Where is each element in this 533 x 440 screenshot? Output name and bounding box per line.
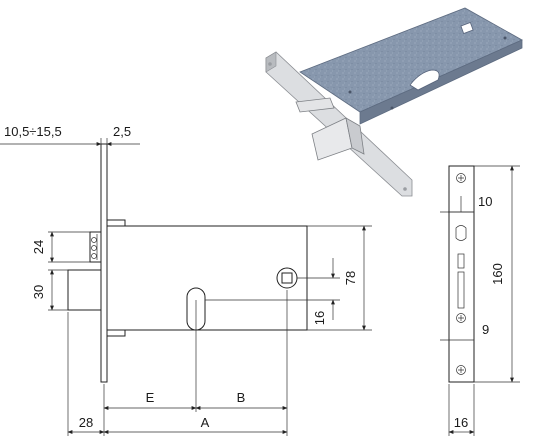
- lock-3d-render: [265, 7, 523, 197]
- lock-front-view: [67, 143, 308, 383]
- dim-faceplate-bottom: 9: [482, 322, 489, 337]
- spindle-hole: [460, 22, 474, 34]
- latch-bolt: [89, 231, 102, 263]
- rivet: [503, 36, 507, 40]
- faceplate-screw: [403, 187, 407, 191]
- dead-bolt-side: [345, 117, 365, 155]
- lock-body-side-face: [359, 39, 523, 125]
- dim-faceplate-length: 160: [490, 263, 505, 285]
- dim-e: E: [146, 390, 155, 405]
- dim-faceplate-top: 10: [478, 194, 492, 209]
- dim-b: B: [237, 390, 246, 405]
- latch-roller: [91, 237, 97, 243]
- lock-case: [106, 225, 308, 331]
- dim-backset-range: 10,5÷15,5: [4, 124, 62, 139]
- strike-screw-hole-bottom: [456, 365, 466, 375]
- rivet: [348, 90, 352, 94]
- keyhole-slot: [409, 69, 440, 91]
- strike-dimension-lines: [440, 165, 520, 436]
- strike-slot: [457, 253, 465, 269]
- spindle-square: [281, 272, 293, 284]
- dim-faceplate-thickness: 2,5: [113, 124, 131, 139]
- dead-bolt: [67, 269, 102, 311]
- rivet: [390, 106, 394, 110]
- strike-screw-hole-mid: [456, 313, 466, 323]
- dead-bolt-3d: [311, 117, 353, 161]
- dim-latch-height: 24: [31, 240, 46, 254]
- latch-roller: [91, 253, 97, 259]
- dimension-lines: [0, 138, 372, 436]
- latch-opening: [455, 225, 467, 241]
- faceplate-edge: [265, 51, 277, 73]
- latch-bolt-3d: [295, 97, 335, 113]
- faceplate: [100, 143, 108, 383]
- dim-bolt-projection: 28: [79, 415, 93, 430]
- mounting-tab-top: [106, 219, 126, 227]
- bolt-opening: [457, 271, 465, 309]
- dim-spindle-offset: 16: [312, 311, 327, 325]
- dim-faceplate-width: 16: [454, 415, 468, 430]
- faceplate-screw: [268, 62, 272, 66]
- dim-a: A: [201, 415, 210, 430]
- dim-bolt-height: 30: [31, 285, 46, 299]
- strike-screw-hole-top: [456, 173, 466, 183]
- latch-roller: [91, 245, 97, 251]
- mounting-tab-bottom: [106, 329, 126, 337]
- dim-case-height: 78: [343, 271, 358, 285]
- strike-plate-body: [448, 165, 475, 383]
- strike-plate: [448, 165, 475, 383]
